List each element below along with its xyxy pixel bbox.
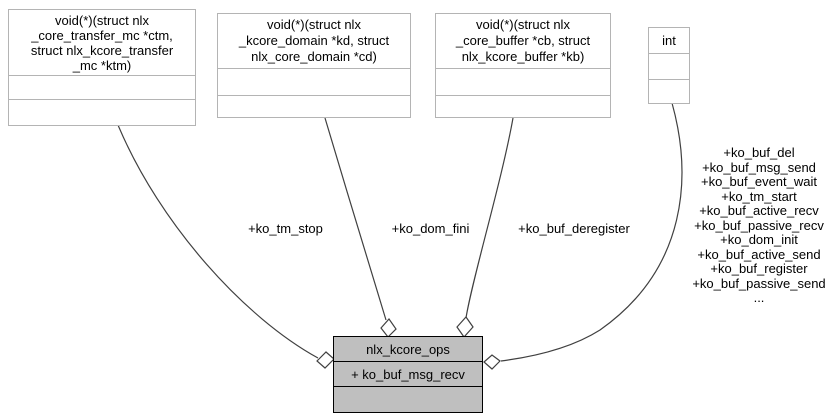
methods-compartment: [218, 95, 410, 117]
node-title: void(*)(struct nlx _core_buffer *cb, str…: [455, 17, 591, 64]
class-title: nlx_kcore_ops: [366, 341, 450, 357]
methods-compartment: [9, 99, 195, 125]
node-nlx-kcore-ops[interactable]: nlx_kcore_ops + ko_buf_msg_recv: [333, 336, 483, 413]
attributes-compartment: [436, 68, 610, 95]
methods-compartment: [649, 79, 689, 103]
attributes-compartment: [218, 68, 410, 95]
node-title: void(*)(struct nlx _core_transfer_mc *ct…: [30, 12, 174, 73]
class-member-ko-buf-msg-recv: + ko_buf_msg_recv: [351, 366, 465, 382]
methods-compartment: [436, 95, 610, 117]
aggregation-diamond-icon: [380, 318, 397, 338]
aggregation-diamond-icon: [483, 354, 501, 370]
edge-label-ko-tm-stop: +ko_tm_stop: [248, 221, 323, 236]
aggregation-diamond-icon: [456, 316, 474, 338]
attributes-compartment: [9, 75, 195, 99]
attributes-compartment: [649, 53, 689, 79]
edge-ko-int-ops: [500, 102, 683, 362]
edge-ko-tm-stop: [117, 124, 319, 359]
edge-label-ko-buf-deregister: +ko_buf_deregister: [518, 221, 630, 236]
edge-ko-buf-deregister: [465, 117, 514, 319]
edge-label-ko-dom-fini: +ko_dom_fini: [391, 221, 470, 236]
methods-compartment: [334, 386, 482, 412]
node-title: int: [662, 33, 676, 48]
edge-ko-dom-fini: [324, 117, 387, 321]
edge-label-int-ops: +ko_buf_del +ko_buf_msg_send +ko_buf_eve…: [692, 145, 826, 305]
node-ftype-domain: void(*)(struct nlx _kcore_domain *kd, st…: [217, 13, 411, 118]
aggregation-diamond-icon: [316, 351, 335, 369]
node-ftype-transfer-mc: void(*)(struct nlx _core_transfer_mc *ct…: [8, 9, 196, 126]
node-title: void(*)(struct nlx _kcore_domain *kd, st…: [238, 17, 390, 64]
node-ftype-buffer: void(*)(struct nlx _core_buffer *cb, str…: [435, 13, 611, 118]
node-int-type: int: [648, 27, 690, 104]
